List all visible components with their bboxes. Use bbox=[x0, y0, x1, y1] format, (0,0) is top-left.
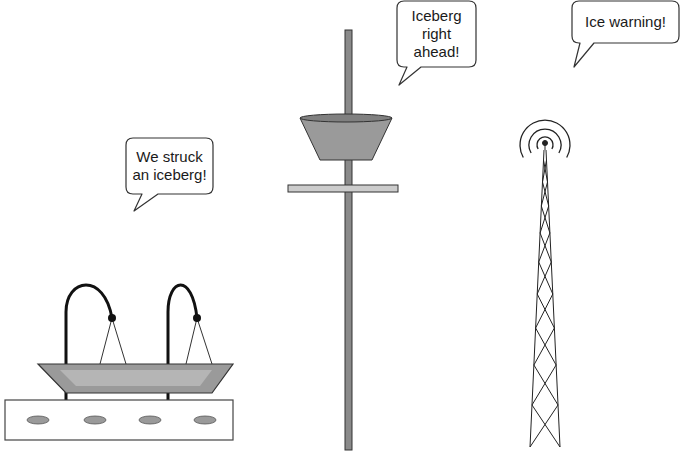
tower-lattice bbox=[530, 160, 558, 447]
speech-text: Ice warning! bbox=[585, 13, 666, 31]
rigging-line bbox=[100, 318, 112, 364]
mast-illustration bbox=[288, 30, 398, 450]
bubble-text-group: Ice warning! bbox=[585, 13, 666, 31]
rigging-line bbox=[197, 318, 212, 364]
radio-wave bbox=[520, 120, 570, 157]
pulley-dot bbox=[193, 314, 201, 322]
porthole bbox=[194, 416, 216, 424]
speech-bubble: Ice warning! bbox=[572, 1, 679, 43]
pulley-dot bbox=[108, 314, 116, 322]
bubble-shape bbox=[397, 1, 476, 85]
rigging-line bbox=[186, 318, 197, 364]
porthole bbox=[27, 416, 49, 424]
speech-bubble: We struck an iceberg! bbox=[126, 138, 213, 194]
crows-nest-rim bbox=[300, 114, 392, 122]
mast-pole bbox=[345, 30, 352, 450]
bubble-text-group: Iceberg right ahead! bbox=[403, 7, 470, 61]
hull-band bbox=[60, 370, 212, 386]
porthole bbox=[139, 416, 161, 424]
crows-nest bbox=[300, 118, 392, 160]
tower-leg bbox=[546, 150, 560, 447]
lifeboat-hull bbox=[38, 364, 233, 393]
tower-leg bbox=[530, 150, 544, 447]
bubble-shape bbox=[126, 138, 213, 211]
rigging-line bbox=[112, 318, 126, 364]
ship-illustration bbox=[5, 285, 233, 440]
speech-text: Iceberg right ahead! bbox=[403, 7, 470, 61]
radio-wave bbox=[537, 137, 553, 149]
speech-text: We struck an iceberg! bbox=[132, 148, 207, 184]
radio-tower-illustration bbox=[520, 120, 570, 447]
cross-bar bbox=[288, 185, 398, 192]
porthole bbox=[84, 416, 106, 424]
radio-wave bbox=[529, 129, 561, 153]
bubble-text-group: We struck an iceberg! bbox=[132, 148, 207, 184]
tower-lattice bbox=[532, 160, 560, 447]
deck-base bbox=[5, 400, 233, 440]
speech-bubble: Iceberg right ahead! bbox=[397, 1, 476, 67]
antenna-dot bbox=[543, 141, 548, 146]
bubble-shape bbox=[572, 1, 679, 67]
